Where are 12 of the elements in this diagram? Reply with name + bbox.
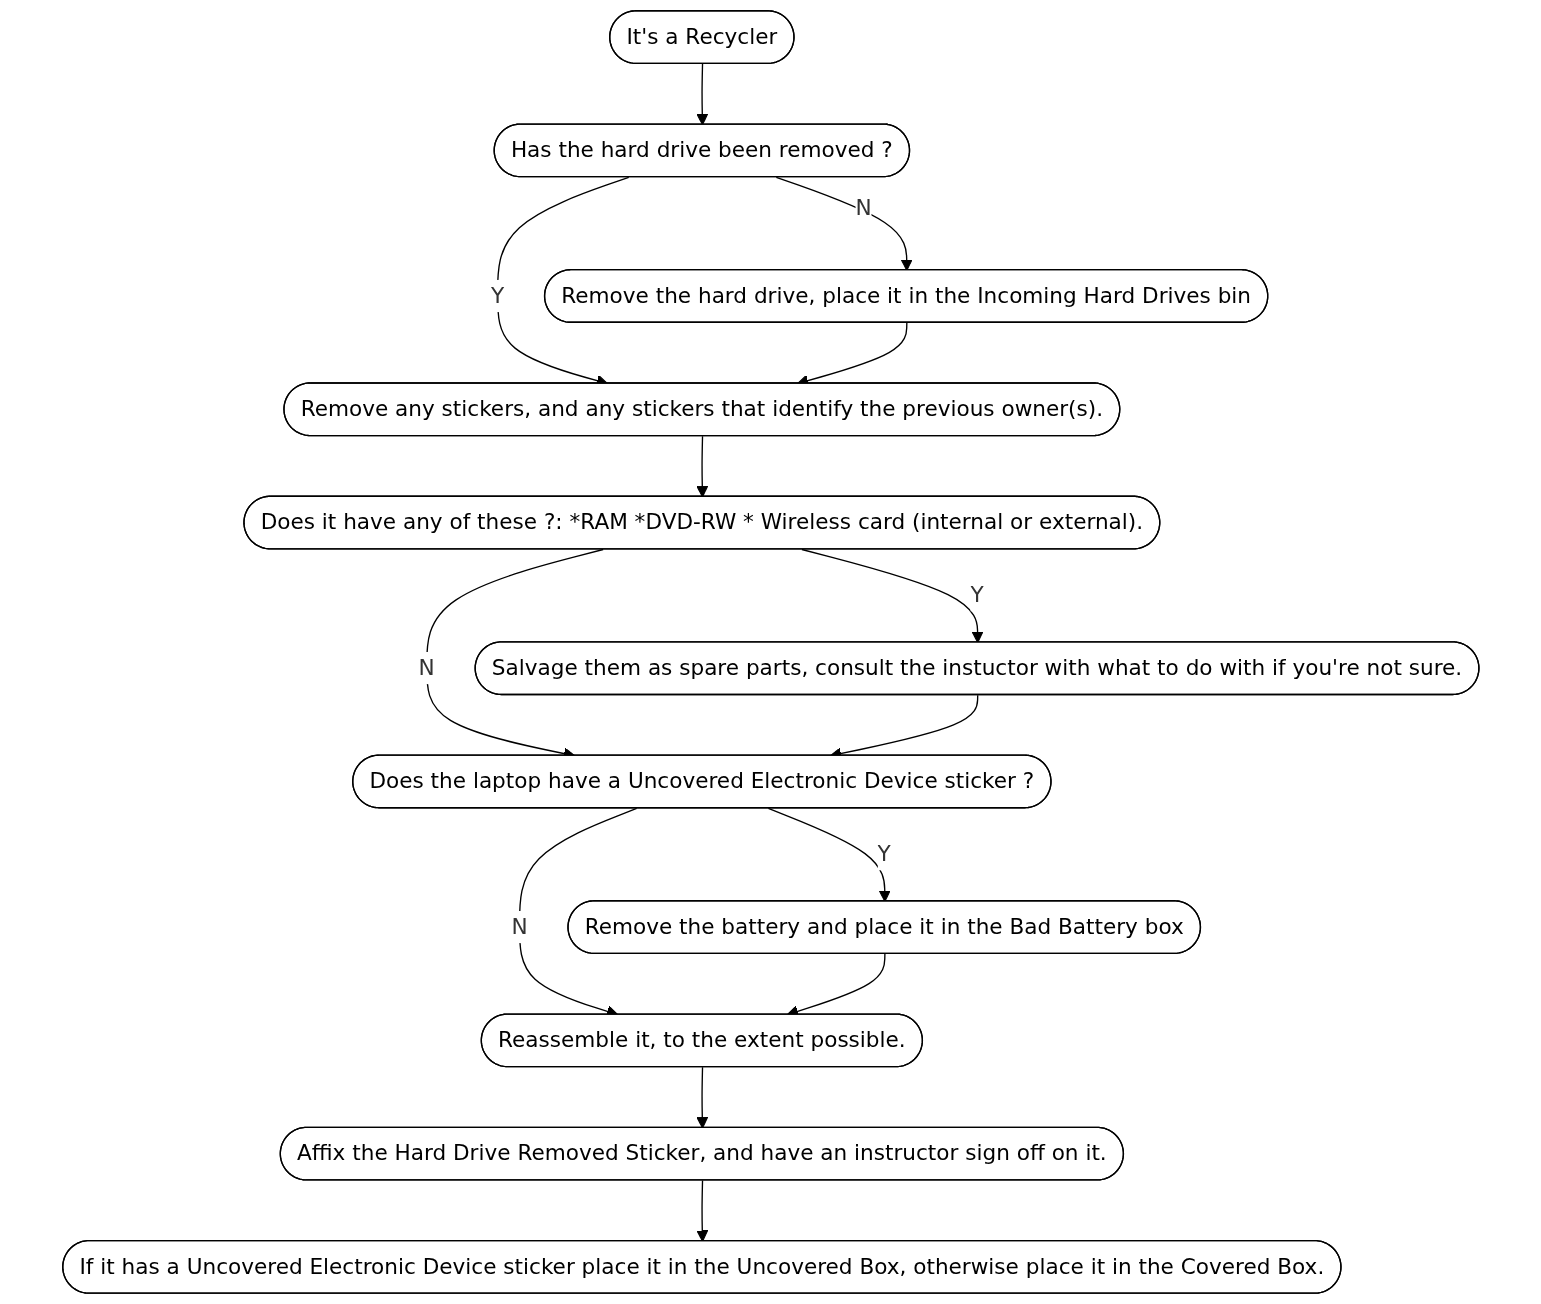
edge-label: N — [855, 194, 872, 221]
edge-label: N — [511, 913, 528, 940]
arrow — [696, 1179, 708, 1242]
edge-label: Y — [970, 581, 984, 608]
edge-label: N — [418, 654, 435, 681]
edge-label: Y — [877, 840, 891, 867]
edge-label: Y — [490, 282, 504, 309]
arrow — [696, 435, 708, 498]
arrow — [767, 807, 891, 902]
arrow — [696, 63, 708, 126]
arrow — [696, 1066, 708, 1129]
arrow — [775, 176, 913, 271]
